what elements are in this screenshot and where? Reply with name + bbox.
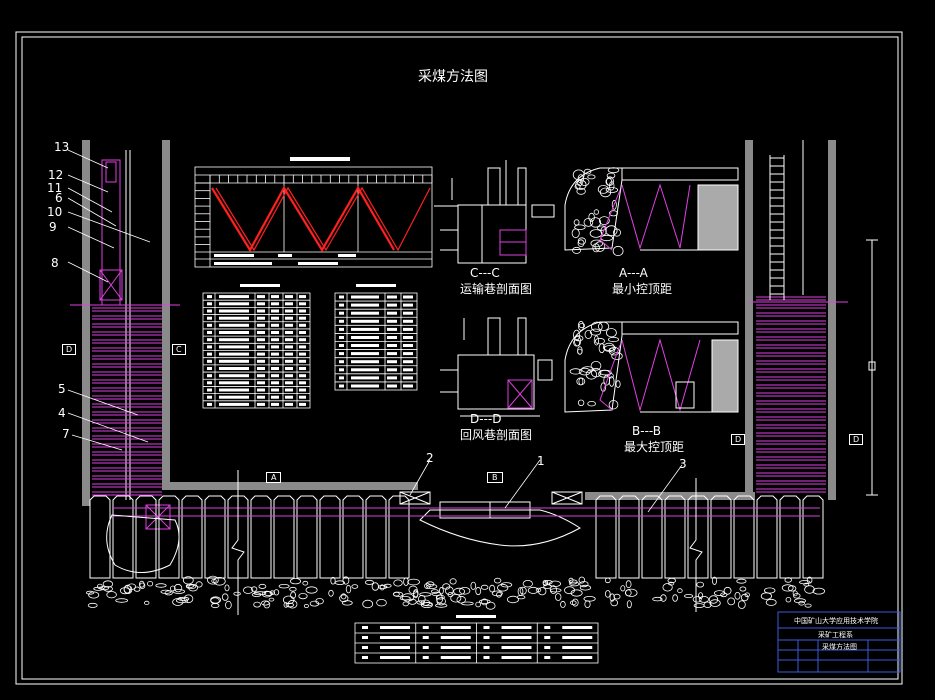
callout-7: 7 xyxy=(62,427,70,441)
section-c-label: C---C xyxy=(470,266,500,280)
section-a-label: A---A xyxy=(619,266,648,280)
drawing-title: 采煤方法图 xyxy=(418,69,488,85)
outer-frame xyxy=(15,31,903,685)
callout-6: 6 xyxy=(55,191,63,205)
title-block-dept: 采矿工程系 xyxy=(818,631,853,639)
section-a-caption: 最小控顶距 xyxy=(612,282,673,296)
marker-c: C xyxy=(172,344,186,355)
right-dimension xyxy=(866,239,878,496)
marker-d-right: D xyxy=(849,434,864,445)
callout-10: 10 xyxy=(47,205,63,219)
right-support-stack xyxy=(756,296,826,493)
callout-3: 3 xyxy=(679,457,687,471)
callout-4: 4 xyxy=(58,406,66,420)
callout-13: 13 xyxy=(54,140,70,154)
section-d-caption: 回风巷剖面图 xyxy=(460,428,533,442)
inner-frame xyxy=(21,36,899,680)
marker-d-mid: D xyxy=(731,434,746,445)
section-b-label: B---B xyxy=(632,424,662,438)
left-support-stack xyxy=(92,307,162,496)
title-block-name: 采煤方法图 xyxy=(822,643,857,651)
legend-table xyxy=(354,615,599,664)
break-lines xyxy=(231,470,703,615)
title-block-frame xyxy=(777,611,901,673)
section-c-caption: 运输巷剖面图 xyxy=(460,282,533,296)
marker-b: B xyxy=(487,472,503,483)
right-ladder xyxy=(769,140,804,300)
callout-2: 2 xyxy=(426,451,434,465)
section-a-support xyxy=(564,167,739,251)
section-d-label: D---D xyxy=(470,412,502,426)
callout-12: 12 xyxy=(48,168,64,182)
callout-11: 11 xyxy=(47,181,63,195)
cycle-chart xyxy=(194,157,433,268)
marker-a: A xyxy=(266,472,282,483)
section-b-support xyxy=(564,321,739,413)
section-d-drawing xyxy=(440,317,553,417)
title-block-school: 中国矿山大学应用技术学院 xyxy=(794,617,878,625)
callout-1: 1 xyxy=(537,454,545,468)
marker-d-left: D xyxy=(62,344,77,355)
gob-rubble xyxy=(85,167,826,610)
parameter-tables xyxy=(202,284,418,409)
callout-leaders xyxy=(67,149,683,513)
callout-9: 9 xyxy=(49,220,57,234)
section-cut-lines xyxy=(70,301,848,306)
face-shearer xyxy=(112,491,820,547)
callout-5: 5 xyxy=(58,382,66,396)
left-caving-shape xyxy=(106,514,180,573)
section-b-caption: 最大控顶距 xyxy=(624,440,685,454)
section-c-drawing xyxy=(434,160,555,264)
callout-8: 8 xyxy=(51,256,59,270)
